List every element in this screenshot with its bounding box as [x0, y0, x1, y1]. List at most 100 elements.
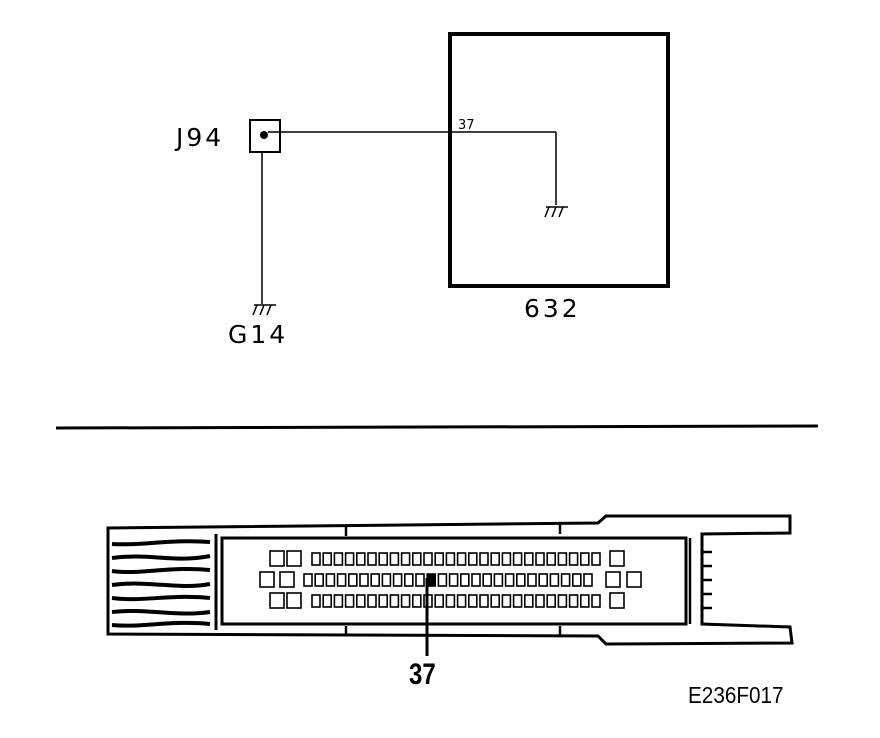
pin-cavity — [378, 552, 389, 566]
pin-cavity — [359, 573, 369, 587]
pin-cavity — [515, 573, 526, 587]
pin-37-label: 37 — [458, 118, 475, 133]
pin-cavity — [568, 552, 579, 566]
pin-cavity — [303, 573, 313, 587]
pin-cavity — [400, 552, 411, 566]
g14-ground-icon — [252, 304, 276, 316]
pin-cavity — [333, 552, 344, 566]
pin-cavity — [389, 552, 400, 566]
wire-harness-lines — [111, 539, 211, 628]
connector-j94-terminal — [260, 131, 268, 139]
pin-cavity-large — [286, 550, 302, 567]
pin-cavity — [370, 573, 381, 587]
pin-cavity — [456, 594, 467, 608]
pin-cavity — [456, 552, 467, 566]
pin-cavity — [479, 552, 489, 566]
pin-37-callout: 37 — [409, 658, 436, 691]
pin-cavity-large — [269, 592, 285, 609]
pin-cavity — [311, 552, 321, 566]
pin-cavity — [325, 573, 336, 587]
connector-j94-box — [249, 119, 281, 153]
pin-cavity — [490, 594, 501, 608]
pin-cavity — [583, 573, 593, 587]
pin-cavity — [579, 552, 590, 566]
pin-cavity — [355, 552, 366, 566]
pin-cavity — [434, 594, 445, 608]
housing-ribs — [344, 524, 712, 636]
pin-cavity-large — [605, 571, 621, 588]
pin-cavity-large — [269, 550, 285, 567]
pin-cavity — [467, 594, 478, 608]
module-ground-icon — [544, 206, 568, 218]
pin-cavity — [549, 573, 560, 587]
pin-cavity — [415, 573, 425, 587]
pin-cavity — [336, 573, 347, 587]
pin-cavity — [501, 594, 512, 608]
ecu-connector-view — [106, 514, 794, 656]
schematic — [249, 32, 670, 316]
pin-cavity — [378, 594, 389, 608]
pin-cavity — [501, 552, 512, 566]
pin-cavity — [311, 594, 321, 608]
pin-cavity-large — [609, 592, 625, 609]
pin-cavity — [568, 594, 579, 608]
pin-cavity — [571, 573, 582, 587]
pin-cavity — [591, 594, 601, 608]
pin-cavity — [459, 573, 470, 587]
pin-cavity-large — [259, 571, 275, 588]
pin-cavity — [448, 573, 459, 587]
pin-cavity — [347, 573, 358, 587]
pin-cavity — [389, 594, 400, 608]
pin-cavity — [493, 573, 504, 587]
pin-cavity — [535, 552, 545, 566]
pin-cavity — [445, 552, 456, 566]
pin-cavity — [322, 594, 333, 608]
pin-cavity — [355, 594, 366, 608]
pin-cavity-large — [609, 550, 625, 567]
pin-cavity — [579, 594, 590, 608]
pin-cavity — [437, 573, 448, 587]
pin-face — [220, 536, 688, 626]
pin-cavity — [512, 552, 523, 566]
pin-cavity — [367, 594, 377, 608]
pin-cavity — [344, 552, 355, 566]
pin-cavity-large — [279, 571, 295, 588]
pin-cavity — [535, 594, 545, 608]
pin-cavity — [546, 552, 557, 566]
pin-cavity — [403, 573, 414, 587]
pin-cavity — [392, 573, 403, 587]
module-632-label: 632 — [524, 294, 581, 323]
pin-cavity — [560, 573, 571, 587]
pin-cavity — [367, 552, 377, 566]
pin-cavity — [527, 573, 537, 587]
pin-cavity — [471, 573, 481, 587]
pin-cavity — [546, 594, 557, 608]
pin-cavity — [557, 552, 568, 566]
pin-cavity — [504, 573, 515, 587]
pin-cavity — [523, 552, 534, 566]
pin-cavity — [322, 552, 333, 566]
pin-cavity — [538, 573, 549, 587]
pin-cavity — [490, 552, 501, 566]
pin-cavity — [467, 552, 478, 566]
pin-cavity — [482, 573, 493, 587]
pin-cavity — [557, 594, 568, 608]
pin-cavity — [400, 594, 411, 608]
pin-cavity — [434, 552, 445, 566]
module-632-box — [448, 32, 670, 288]
pin-cavity — [381, 573, 392, 587]
pin-cavity — [445, 594, 456, 608]
pin-cavity — [423, 552, 433, 566]
pin-cavity — [411, 594, 422, 608]
pin-cavity — [479, 594, 489, 608]
pin-cavity — [591, 552, 601, 566]
pin-cavity-large — [286, 592, 302, 609]
pin-cavity — [344, 594, 355, 608]
ground-g14-label: G14 — [228, 320, 289, 349]
figure-id: E236F017 — [688, 682, 784, 708]
connector-j94-label: J94 — [176, 123, 225, 152]
connector-housing — [106, 514, 794, 646]
pin-rows — [259, 550, 642, 609]
